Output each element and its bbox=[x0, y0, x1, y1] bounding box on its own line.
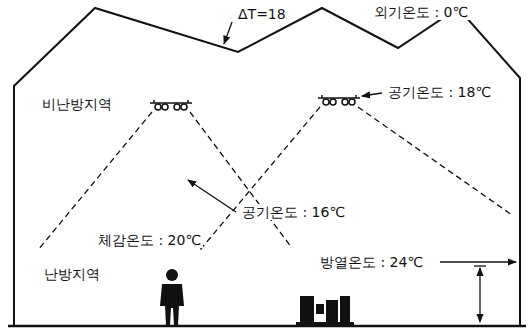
label-text: 외기온도 : 0℃ bbox=[372, 4, 470, 20]
label-text: 방열온도 : 24℃ bbox=[318, 254, 425, 270]
label-text: 비난방지역 bbox=[40, 96, 114, 112]
height-arrow bbox=[479, 268, 480, 322]
leader-arrow bbox=[188, 180, 236, 212]
label-text: 공기온도 : 18℃ bbox=[386, 84, 493, 100]
floor-line bbox=[8, 325, 526, 328]
label-text: ΔT=18 bbox=[236, 6, 288, 22]
ceiling-heater bbox=[318, 95, 360, 105]
building-outline bbox=[14, 8, 520, 326]
leader-arrow bbox=[362, 93, 382, 96]
leader-arrow bbox=[224, 22, 232, 44]
radiator-machine bbox=[296, 296, 354, 325]
label-text: 체감온도 : 20℃ bbox=[96, 232, 203, 248]
ceiling-heater bbox=[150, 100, 192, 110]
heat-cone bbox=[38, 107, 512, 250]
leader-arrow bbox=[440, 261, 516, 262]
person-figure bbox=[160, 269, 184, 325]
height-tick bbox=[474, 265, 486, 266]
label-text: 난방지역 bbox=[42, 266, 102, 282]
label-text: 공기온도 : 16℃ bbox=[240, 204, 347, 220]
